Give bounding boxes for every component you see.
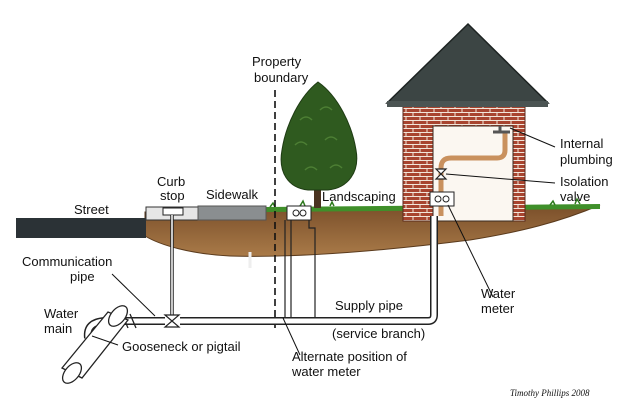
label-stop: stop <box>160 188 185 203</box>
label-water-meter-2: meter <box>481 301 515 316</box>
label-landscaping: Landscaping <box>322 189 396 204</box>
label-isolation: Isolation <box>560 174 608 189</box>
leader-lines <box>91 127 556 356</box>
label-street: Street <box>74 202 109 217</box>
label-property: Property <box>252 54 302 69</box>
label-curb: Curb <box>157 174 185 189</box>
label-boundary: boundary <box>254 70 309 85</box>
street-slab <box>16 218 146 238</box>
label-alternate-1: Alternate position of <box>292 349 407 364</box>
label-pipe: pipe <box>70 269 95 284</box>
curb-stop-valve <box>163 314 181 328</box>
label-alternate-2: water meter <box>291 364 361 379</box>
label-communication: Communication <box>22 254 112 269</box>
label-water-main-2: main <box>44 321 72 336</box>
label-plumbing: plumbing <box>560 152 613 167</box>
alternate-meter-riser <box>284 220 316 320</box>
label-sidewalk: Sidewalk <box>206 187 259 202</box>
water-meter-box <box>429 191 455 207</box>
internal-plumbing-pipe <box>438 132 508 216</box>
label-valve: valve <box>560 189 590 204</box>
label-water-meter-1: Water <box>481 286 516 301</box>
curb-stop-box <box>162 207 184 216</box>
house-interior <box>432 125 514 222</box>
credit-text: Timothy Phillips 2008 <box>510 388 590 398</box>
label-water-main-1: Water <box>44 306 79 321</box>
label-gooseneck: Gooseneck or pigtail <box>122 339 241 354</box>
water-main-pipe <box>60 305 130 384</box>
label-service-branch: (service branch) <box>332 326 425 341</box>
roof-eave <box>387 101 548 107</box>
label-internal: Internal <box>560 136 603 151</box>
tree-texture <box>294 106 343 171</box>
house-roof <box>385 22 550 104</box>
tree-canopy <box>280 81 358 191</box>
isolation-valve-symbol <box>434 168 448 180</box>
label-supply-pipe: Supply pipe <box>335 298 403 313</box>
sidewalk-slab <box>197 205 267 221</box>
